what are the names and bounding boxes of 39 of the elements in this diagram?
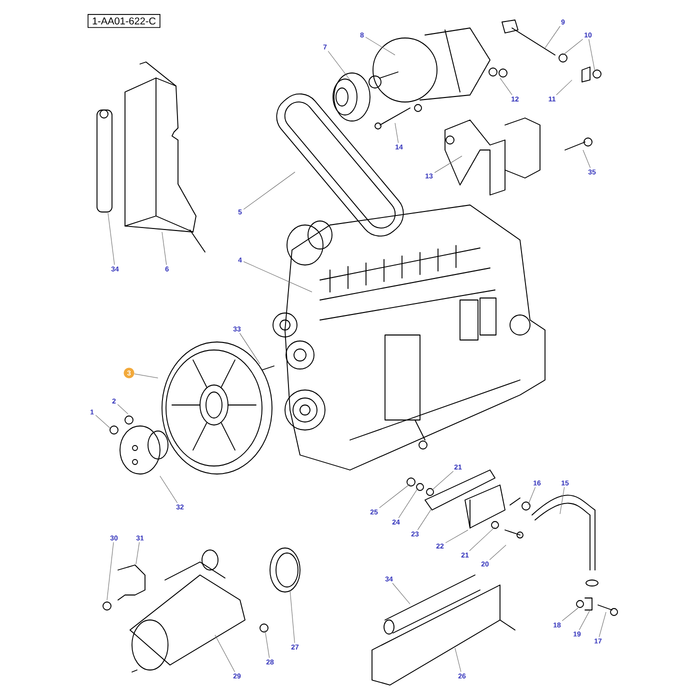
leader-line — [243, 261, 312, 292]
leader-line — [328, 50, 350, 80]
leader-line — [214, 634, 235, 672]
leader-line — [106, 542, 114, 600]
leader-line — [469, 526, 496, 552]
leader-line — [264, 630, 270, 658]
leader-line — [365, 36, 396, 56]
leader-line — [445, 530, 468, 544]
leader-line — [582, 150, 591, 168]
leader-line — [588, 38, 596, 72]
leader-line — [544, 26, 560, 48]
leader-line — [240, 332, 260, 364]
leader-line — [136, 542, 140, 564]
leader-line — [598, 612, 606, 638]
leader-line — [392, 582, 410, 604]
leader-line — [160, 476, 178, 504]
leader-line — [117, 404, 128, 414]
leader-line — [394, 122, 399, 144]
leader-line — [134, 374, 158, 378]
leader-line — [579, 610, 590, 630]
leader-line — [562, 608, 578, 622]
reference-code-box: 1-AA01-622-C — [88, 14, 160, 28]
leader-line — [398, 488, 418, 518]
leader-line — [162, 232, 167, 266]
leader-line — [556, 80, 572, 96]
leader-line — [489, 544, 506, 560]
leader-line — [418, 508, 432, 530]
leader-line — [454, 648, 462, 672]
leader-line — [562, 38, 584, 56]
leader-line — [379, 484, 410, 508]
leader-line — [500, 78, 512, 96]
leader-line — [528, 486, 536, 506]
leader-line — [243, 172, 296, 210]
leader-line — [108, 212, 115, 266]
leader-line — [432, 470, 454, 490]
leader-line — [434, 156, 462, 173]
leader-line — [560, 486, 565, 514]
leader-line — [290, 590, 295, 644]
leader-line — [95, 415, 110, 428]
